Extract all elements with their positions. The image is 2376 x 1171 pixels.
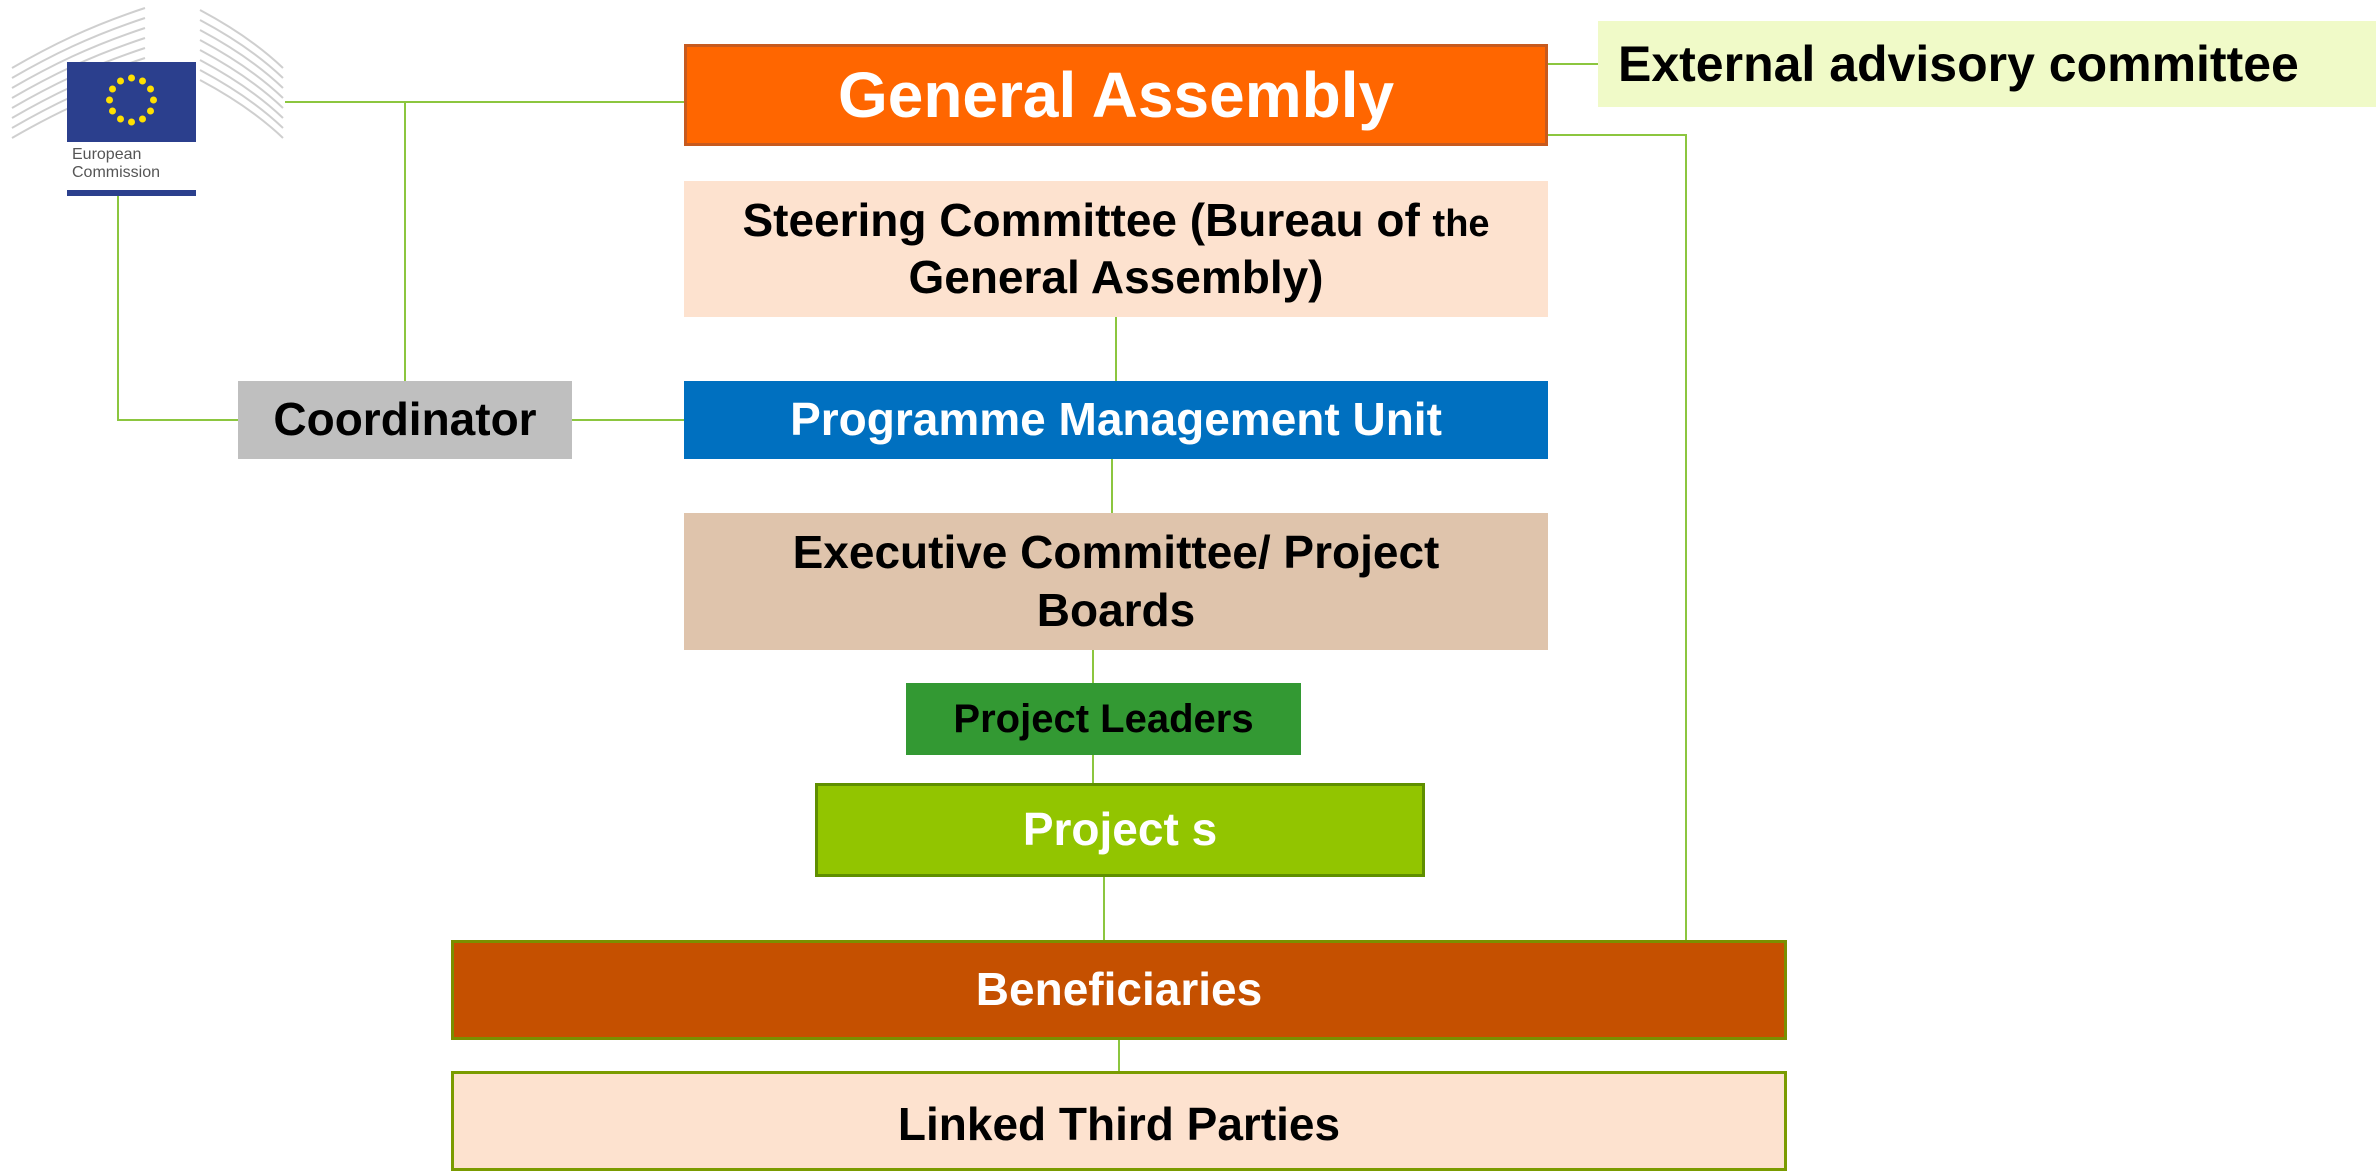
- beneficiaries-label: Beneficiaries: [975, 963, 1263, 1016]
- coordinator-label: Coordinator: [273, 393, 537, 446]
- linked-label: Linked Third Parties: [897, 1098, 1341, 1150]
- project-leaders-box: Project Leaders: [906, 683, 1301, 755]
- steering-label-line2: General Assembly): [908, 251, 1324, 303]
- logo-line-1: European: [72, 146, 142, 163]
- commission-building-icon: [11, 7, 284, 142]
- eu-flag-icon: [67, 62, 196, 142]
- steering-committee-box: Steering Committee (Bureau of the Genera…: [684, 181, 1548, 317]
- connector-logo-coordinator: [117, 190, 238, 421]
- logo-text: European Commission: [72, 146, 160, 182]
- eu-stars-icon: [106, 74, 157, 126]
- beneficiaries-box: Beneficiaries: [451, 940, 1787, 1040]
- coordinator-box: Coordinator: [238, 381, 572, 459]
- programme-management-unit-box: Programme Management Unit: [684, 381, 1548, 459]
- projects-label: Project s: [1022, 803, 1218, 856]
- project-leaders-label: Project Leaders: [953, 697, 1254, 741]
- external-advisory-label: External advisory committee: [1618, 35, 2299, 92]
- pmu-label: Programme Management Unit: [790, 393, 1442, 446]
- general-assembly-box: General Assembly: [684, 44, 1548, 146]
- general-assembly-label: General Assembly: [837, 59, 1395, 131]
- connector-ga-beneficiaries: [1548, 134, 1687, 940]
- steering-label-the: the: [1432, 202, 1490, 245]
- logo-line-2: Commission: [72, 164, 161, 181]
- executive-label: Executive Committee/ Project Boards: [792, 526, 1440, 636]
- steering-label-line1: Steering Committee (Bureau of: [742, 193, 1433, 246]
- external-advisory-box: External advisory committee: [1598, 21, 2376, 107]
- logo-underline: [67, 190, 196, 196]
- projects-box: Project s: [815, 783, 1425, 877]
- european-commission-logo: European Commission: [10, 6, 285, 201]
- executive-committee-box: Executive Committee/ Project Boards: [684, 513, 1548, 650]
- linked-third-parties-box: Linked Third Parties: [451, 1071, 1787, 1171]
